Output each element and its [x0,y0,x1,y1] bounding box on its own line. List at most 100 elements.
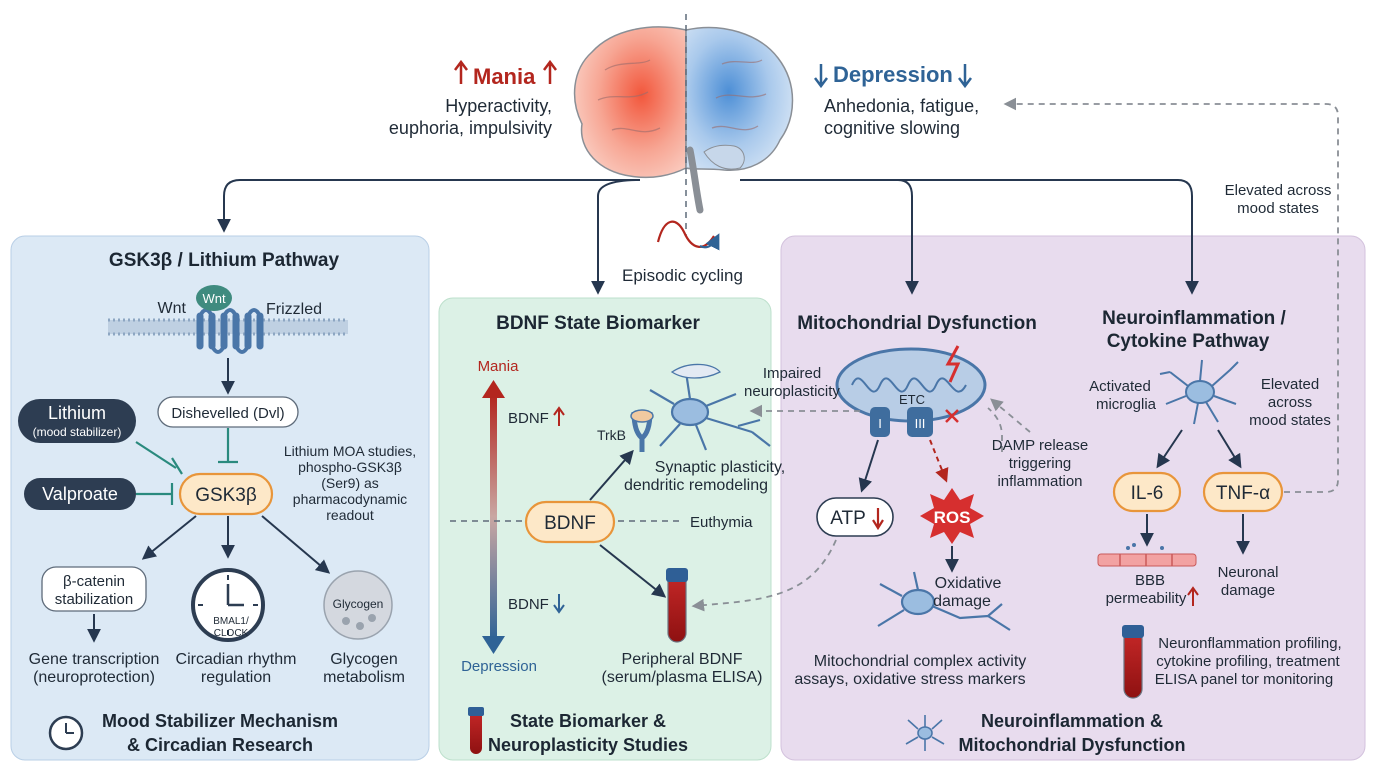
gsk-footer-line2: & Circadian Research [127,735,313,755]
small-blood-tube-icon [468,707,484,754]
frizzled-label: Frizzled [266,301,322,318]
damaged-neuron-icon [877,571,1011,631]
depression-header: Depression Anhedonia, fatigue, cognitive… [814,62,979,138]
glycogen-metabolism-line2: metabolism [323,669,405,686]
elevated-note-line1: Elevated across [1225,182,1332,199]
moa-line5: readout [326,507,374,523]
arrow-etc-atp [858,439,879,493]
lithium-label: Lithium [48,403,106,423]
circadian-line2: regulation [201,669,271,686]
down-arrow-icon [814,64,828,89]
depression-symptoms-line2: cognitive slowing [824,118,960,138]
gene-transcription-line1: Gene transcription [29,651,160,668]
depression-symptoms-line1: Anhedonia, fatigue, [824,96,979,116]
bdnf-node [524,500,616,544]
lithium-sub-label: (mood stabilizer) [33,425,122,439]
cycle-wave-icon [656,220,720,251]
wnt-ligand-icon [196,285,232,311]
mito-assay-line1: Mitochondrial complex activity [814,653,1027,670]
arrow-bdnf-peripheral [599,544,667,598]
glycogen-icon-label: Glycogen [333,597,384,611]
feedback-arrow [1003,97,1339,493]
ros-burst-icon [920,488,984,544]
microglia-line2: microglia [1096,396,1157,413]
catenin-node [41,566,147,612]
connector-to-gsk [217,179,640,233]
neuro-footer-line1: Neuroinflammation & [981,711,1163,731]
complex-iii-node [907,407,933,437]
complex-i-node [870,407,890,437]
cell-membrane [108,318,348,336]
receptor-icon [630,409,654,452]
mood-axis-bar [490,394,497,640]
gsk-footer-line1: Mood Stabilizer Mechanism [102,711,338,731]
up-arrow-icon [553,406,565,426]
damp-line3: inflammation [997,473,1082,490]
down-arrow-icon [958,64,972,89]
microglia-icon [1159,359,1239,425]
arrow-gsk-catenin [141,515,197,560]
moa-line1: Lithium MOA studies, [284,443,416,459]
mito-assay-line2: assays, oxidative stress markers [794,671,1025,688]
dvl-label: Dishevelled (Dvl) [171,405,284,422]
microglia-line1: Activated [1089,378,1151,395]
profiling-line3: ELISA panel tor monitoring [1155,671,1333,688]
wnt-ligand-label: Wnt [202,291,226,306]
il6-node [1112,471,1182,513]
arrow-microglia-tnf [1217,429,1242,469]
mania-symptoms-line2: euphoria, impulsivity [389,118,552,138]
neuron-icon [649,363,771,451]
neuro-title-line2: Cytokine Pathway [1107,331,1270,352]
arrow-damp-mito [990,398,1031,433]
mitochondrion-icon [835,345,987,423]
connector-to-bdnf [591,179,641,295]
neuro-elevated-line2: across [1268,394,1312,411]
up-arrow-icon [1187,586,1199,606]
ros-label: ROS [934,508,971,527]
bdnf-mania-label: Mania [478,358,520,375]
mood-axis-down-head [482,636,505,654]
bdnf-depression-label: Depression [461,658,537,675]
mania-symptoms-line1: Hyperactivity, [445,96,552,116]
complex-iii-label: III [915,416,926,431]
arrow-gsk-glycogen [261,515,331,574]
complex-i-label: I [878,416,882,431]
mania-header: Mania Hyperactivity, euphoria, impulsivi… [389,59,557,138]
inhibit-valproate-gsk [136,483,174,505]
down-arrow-icon [872,508,884,531]
gene-transcription-line2: (neuroprotection) [33,669,155,686]
damp-line2: triggering [1009,455,1072,472]
up-arrow-icon [543,59,557,84]
bdnf-down-label: BDNF [508,596,549,613]
glycogen-icon [323,570,393,640]
gsk3b-node [178,472,274,516]
oxidative-line1: Oxidative [935,575,1002,592]
bdnf-node-label: BDNF [544,513,596,534]
bdnf-footer-line1: State Biomarker & [510,711,666,731]
neuronal-damage-line1: Neuronal [1218,564,1279,581]
etc-label: ETC [899,392,925,407]
arrow-atp-peripheral [691,539,837,612]
arrow-etc-ros [929,439,949,483]
valproate-label: Valproate [42,484,118,504]
elevated-note-line2: mood states [1237,200,1319,217]
mito-title: Mitochondrial Dysfunction [797,313,1037,334]
connector-to-neuro [898,179,1199,295]
valproate-node [24,478,136,510]
arrow-bdnf-trkb [589,449,634,501]
bbb-line1: BBB [1135,572,1165,589]
neuro-elevated-line3: mood states [1249,412,1331,429]
neuronal-damage-line2: damage [1221,582,1275,599]
impaired-line2: neuroplasticity [744,383,840,400]
profiling-line2: cytokine profiling, treatment [1156,653,1340,670]
blood-tube-icon [666,568,688,643]
moa-line3: (Ser9) as [321,475,379,491]
peripheral-bdnf-line1: Peripheral BDNF [622,651,743,668]
bdnf-up-label: BDNF [508,410,549,427]
depression-title: Depression [833,62,953,87]
tnf-node [1202,471,1284,513]
brain-icon [573,26,794,214]
neuro-title-line1: Neuroinflammation / [1102,308,1286,329]
moa-line4: pharmacodynamic [293,491,407,507]
